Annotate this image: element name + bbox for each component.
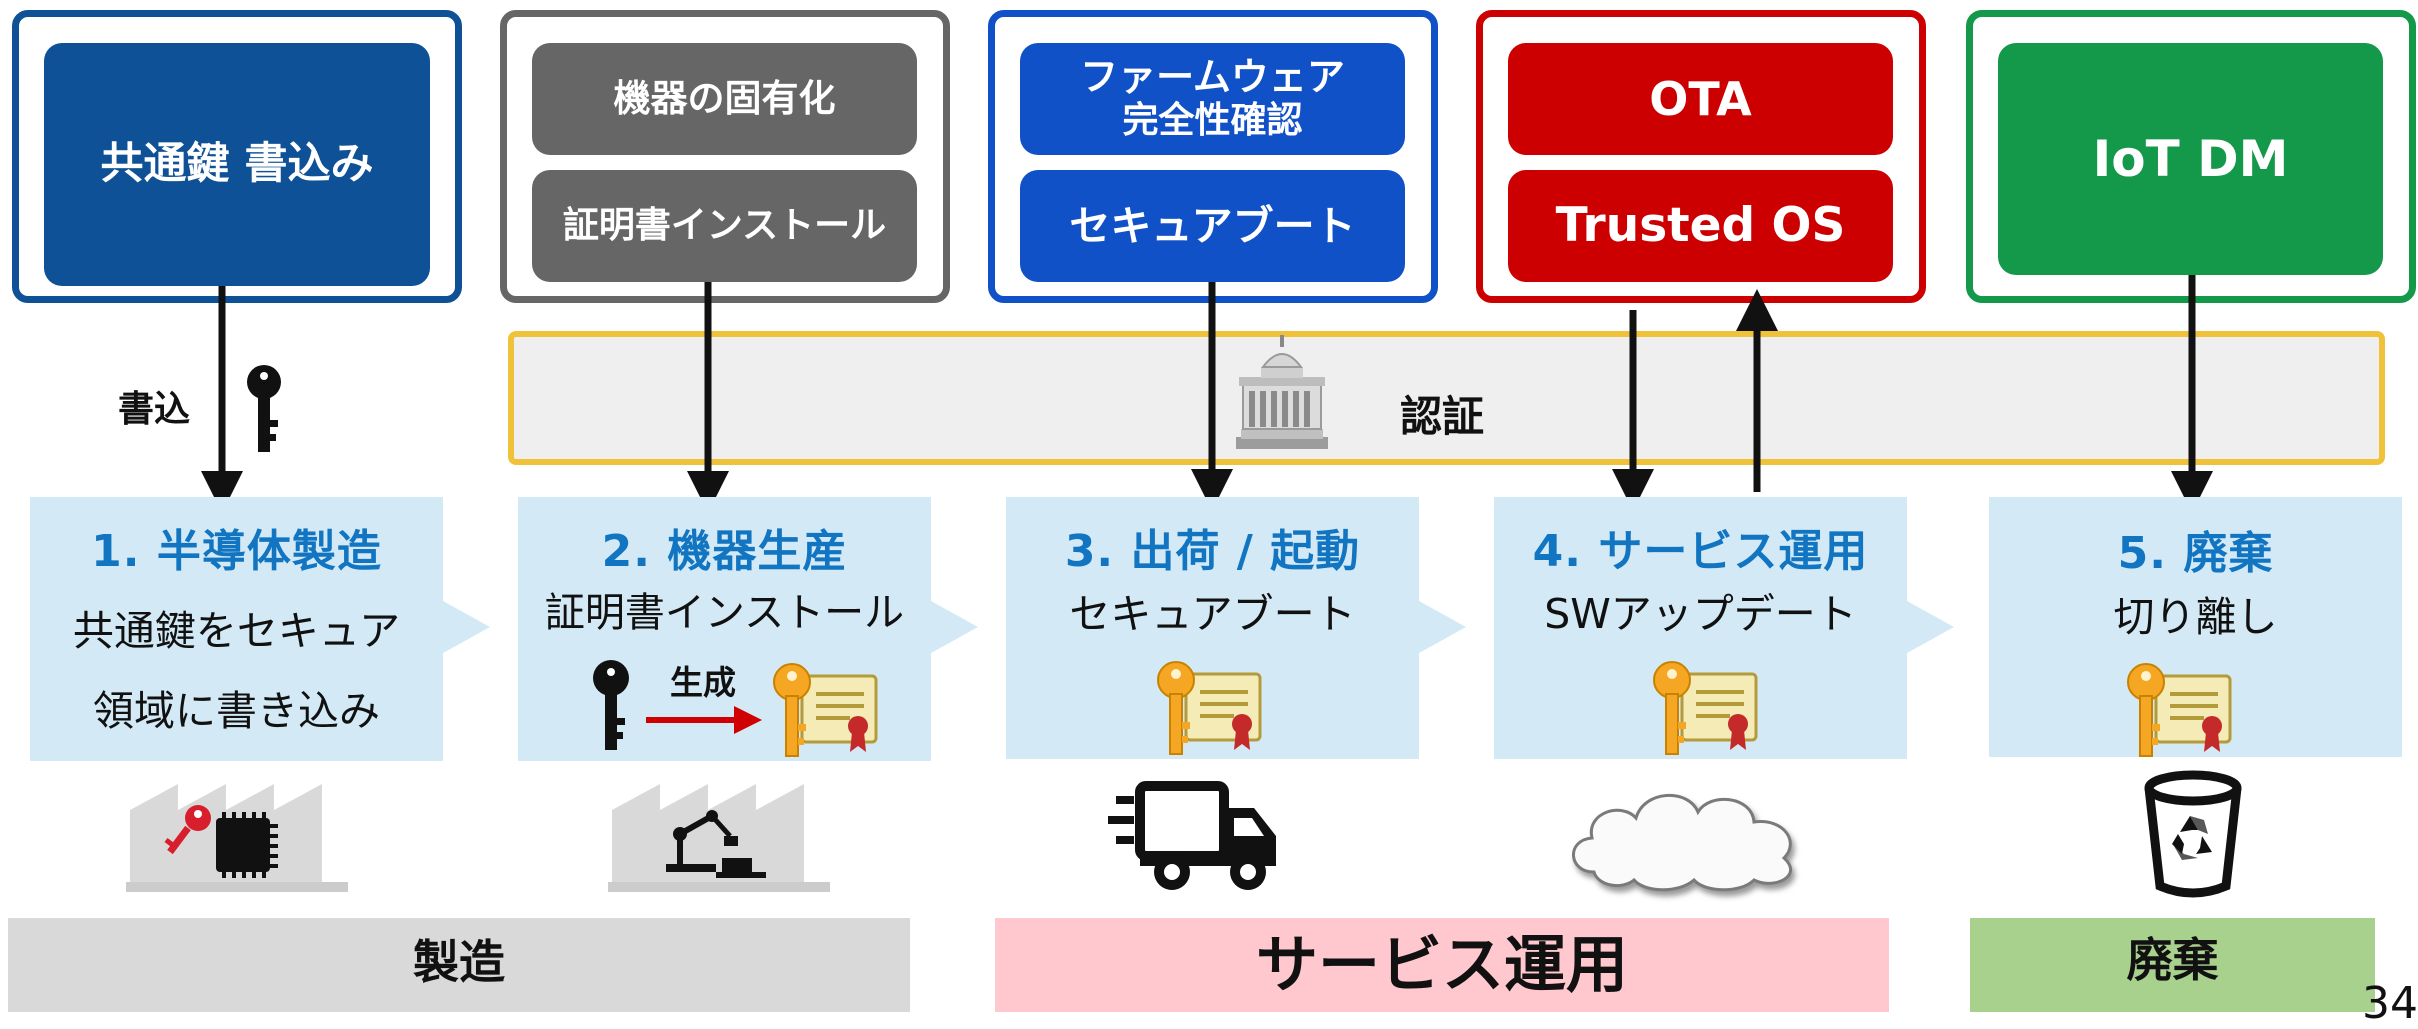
stage4-title: 4. サービス運用 — [1532, 526, 1869, 577]
government-building-icon — [1236, 335, 1328, 449]
stage4-line1: SWアップデート — [1544, 590, 1857, 638]
ota-box: OTA — [1508, 43, 1893, 155]
cloud-icon — [1572, 794, 1792, 892]
delivery-truck-icon — [1108, 781, 1276, 890]
certificate-install-box: 証明書インストール — [532, 170, 917, 282]
firmware-label-line2: 完全性確認 — [1122, 100, 1303, 142]
authentication-label: 認証 — [1400, 392, 1485, 441]
stage-arrows — [30, 497, 2402, 761]
stage1-line1: 共通鍵をセキュア — [72, 607, 401, 655]
stage3-title: 3. 出荷 / 起動 — [1064, 526, 1361, 577]
iot-dm-box: IoT DM — [1998, 43, 2383, 275]
firmware-label-line1: ファームウェア — [1080, 55, 1345, 100]
stage2-title: 2. 機器生産 — [601, 526, 848, 577]
page-number: 34 — [2362, 978, 2418, 1029]
disposal-phase-label: 廃棄 — [2126, 933, 2219, 987]
secure-boot-box: セキュアブート — [1020, 170, 1405, 282]
certificate-key-icon-stage3 — [1157, 661, 1262, 755]
write-label: 書込 — [118, 389, 191, 430]
certificate-key-icon-stage4 — [1653, 661, 1758, 755]
stage5-line1: 切り離し — [2113, 593, 2278, 641]
device-factory-robot-icon — [608, 784, 830, 892]
service-operation-phase-bar: サービス運用 — [995, 918, 1889, 1012]
key-writing-box: 共通鍵 書込み — [44, 43, 430, 286]
stage1-title: 1. 半導体製造 — [91, 526, 382, 577]
stage1: 1. 半導体製造 共通鍵をセキュア 領域に書き込み — [30, 497, 443, 761]
manufacturing-phase-label: 製造 — [413, 935, 505, 989]
generate-label: 生成 — [670, 663, 736, 702]
semiconductor-factory-icon — [126, 784, 348, 892]
stage4: 4. サービス運用 SWアップデート — [1494, 497, 1907, 759]
trusted-os-box: Trusted OS — [1508, 170, 1893, 282]
flow-arrows — [201, 275, 2213, 513]
certificate-key-icon-stage5 — [2127, 663, 2232, 757]
stage4-shape — [1494, 497, 1954, 759]
stage5-title: 5. 廃棄 — [2117, 528, 2274, 579]
manufacturing-phase-bar: 製造 — [8, 918, 910, 1012]
stage1-shape — [30, 497, 490, 761]
key-icon-generate — [593, 660, 629, 750]
device-individualization-box: 機器の固有化 — [532, 43, 917, 155]
stage2: 2. 機器生産 証明書インストール — [518, 497, 931, 761]
stage3-line1: セキュアブート — [1069, 590, 1356, 638]
certificate-key-icon-stage2 — [773, 663, 878, 757]
authentication-band — [508, 331, 2385, 465]
stage3-shape — [1006, 497, 1466, 759]
stage3: 3. 出荷 / 起動 セキュアブート — [1006, 497, 1419, 759]
key-icon-write — [247, 365, 281, 452]
generate-arrow — [646, 706, 762, 734]
service-operation-phase-label: サービス運用 — [1255, 928, 1628, 1001]
stage1-line2: 領域に書き込み — [93, 687, 380, 735]
recycle-bin-icon — [2144, 770, 2242, 898]
stage5: 5. 廃棄 切り離し — [1989, 497, 2402, 757]
stage2-line1: 証明書インストール — [544, 590, 905, 636]
firmware-integrity-box: ファームウェア 完全性確認 — [1020, 43, 1405, 155]
disposal-phase-bar: 廃棄 — [1970, 918, 2375, 1012]
